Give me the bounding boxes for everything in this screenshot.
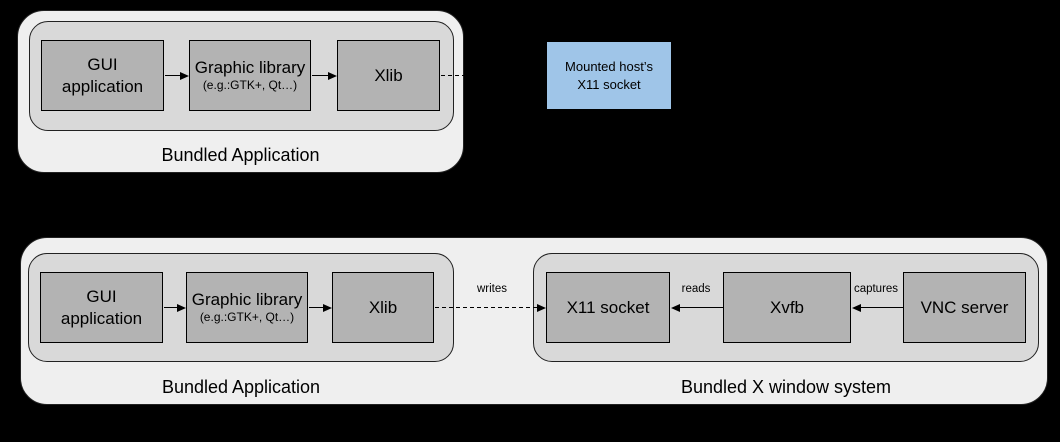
captures-label: captures: [853, 283, 899, 295]
bundled-application-bottom-caption: Bundled Application: [161, 377, 321, 397]
dashed-connector-xlib-top: [441, 74, 465, 77]
graphic-library-subtitle: (e.g.:GTK+, Qt…): [199, 310, 295, 325]
mounted-host-socket-line1: Mounted host’s: [565, 58, 653, 74]
arrow-gui-to-lib-bottom-head: [177, 303, 186, 312]
bundled-application-top-inner: GUI application Graphic library (e.g.:GT…: [29, 21, 454, 131]
bottom-combined-container: GUI application Graphic library (e.g.:GT…: [20, 237, 1048, 405]
arrow-vnc-captures-xvfb-head: [852, 303, 861, 312]
bundled-application-top-container: GUI application Graphic library (e.g.:GT…: [17, 10, 464, 173]
graphic-library-box-bottom: Graphic library (e.g.:GTK+, Qt…): [186, 272, 308, 343]
bundled-x-window-system-caption: Bundled X window system: [680, 377, 892, 397]
gui-application-label: GUI application: [61, 55, 144, 96]
xvfb-label: Xvfb: [769, 297, 805, 317]
graphic-library-title: Graphic library: [194, 58, 306, 78]
graphic-library-subtitle: (e.g.:GTK+, Qt…): [202, 78, 298, 93]
xlib-label: Xlib: [368, 297, 398, 317]
x11-socket-label: X11 socket: [566, 297, 650, 317]
arrow-gui-to-lib-top-head: [180, 71, 189, 80]
arrow-gui-to-lib-bottom-line: [164, 306, 177, 309]
gui-application-box-top: GUI application: [41, 40, 164, 111]
graphic-library-box-top: Graphic library (e.g.:GTK+, Qt…): [189, 40, 311, 111]
gui-application-label: GUI application: [60, 287, 143, 328]
vnc-server-box: VNC server: [903, 272, 1026, 343]
xvfb-box: Xvfb: [723, 272, 851, 343]
arrow-lib-to-xlib-bottom-head: [323, 303, 332, 312]
bundled-application-top-caption: Bundled Application: [161, 145, 320, 165]
vnc-server-label: VNC server: [920, 297, 1009, 317]
reads-label: reads: [681, 283, 711, 295]
bundled-application-bottom-inner: GUI application Graphic library (e.g.:GT…: [28, 253, 454, 362]
mounted-host-socket-line2: X11 socket: [577, 76, 641, 92]
xlib-box-bottom: Xlib: [332, 272, 434, 343]
arrow-lib-to-xlib-bottom-line: [309, 306, 323, 309]
arrow-xvfb-reads-x11-line: [680, 306, 723, 309]
arrow-xlib-writes-x11-dashed-line: [435, 306, 537, 309]
xlib-label: Xlib: [374, 65, 403, 85]
arrow-gui-to-lib-top-line: [165, 74, 180, 77]
writes-label: writes: [476, 283, 508, 295]
arrow-lib-to-xlib-top-line: [312, 74, 328, 77]
xlib-box-top: Xlib: [337, 40, 440, 111]
arrow-xlib-writes-x11-head: [537, 303, 546, 312]
arrow-xvfb-reads-x11-head: [671, 303, 680, 312]
arrow-lib-to-xlib-top-head: [328, 71, 337, 80]
gui-application-box-bottom: GUI application: [40, 272, 163, 343]
graphic-library-title: Graphic library: [191, 290, 303, 310]
mounted-host-x11-socket-box: Mounted host’s X11 socket: [546, 41, 672, 110]
x11-socket-box: X11 socket: [546, 272, 670, 343]
bundled-x-window-system-inner: X11 socket Xvfb VNC server: [533, 253, 1039, 362]
arrow-vnc-captures-xvfb-line: [861, 306, 903, 309]
